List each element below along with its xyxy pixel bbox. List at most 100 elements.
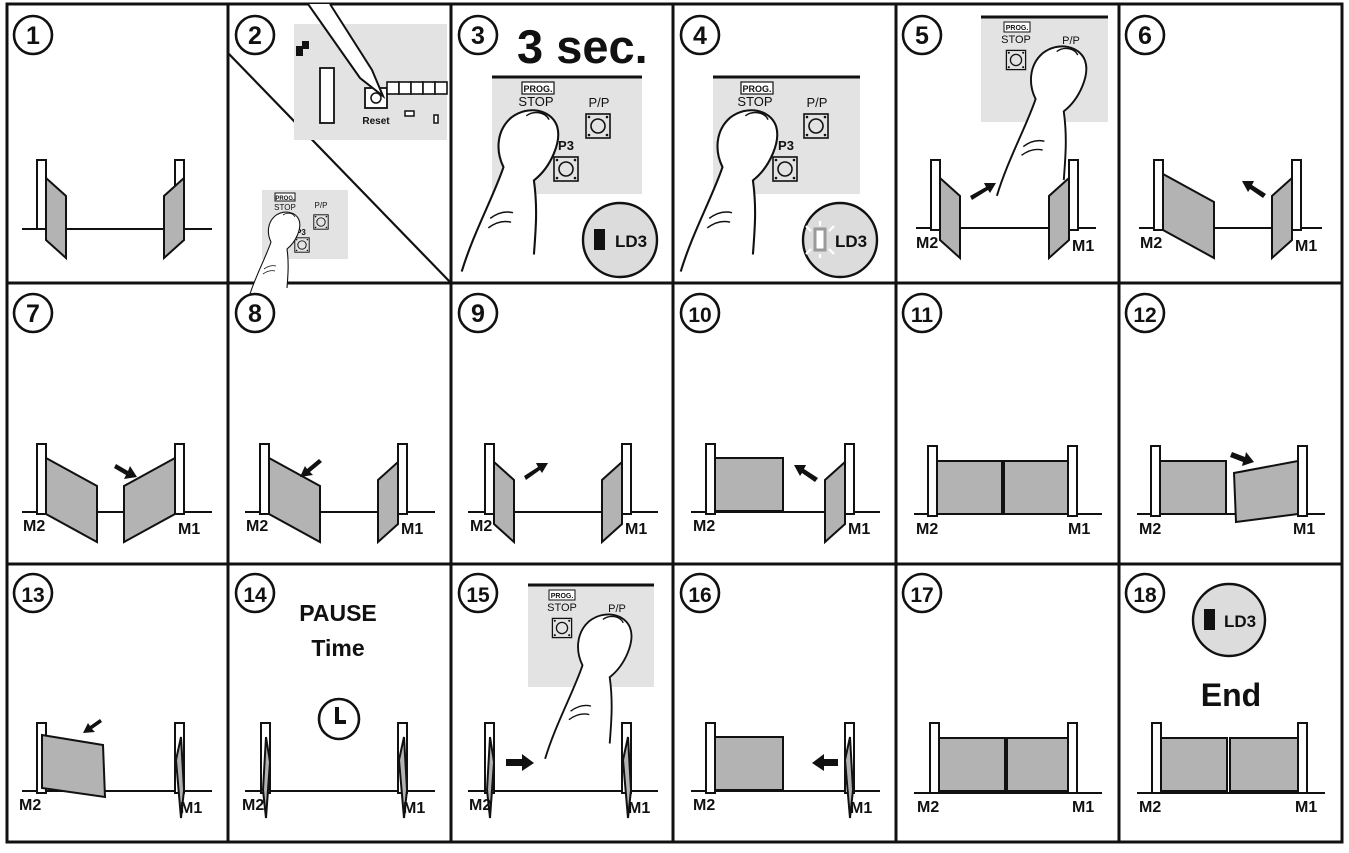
step-number-badge-9: 9 (457, 292, 499, 334)
step-number: 14 (243, 584, 267, 607)
motor-m2: M2 (1139, 521, 1161, 538)
step-number: 8 (248, 300, 262, 328)
motor-m2: M2 (469, 797, 491, 814)
step-15: PROG. STOP P/P M2 M1 (468, 583, 658, 819)
motor-m1: M1 (401, 521, 423, 538)
motor-m2: M2 (19, 797, 41, 814)
step-number-circle (679, 572, 721, 614)
step-number-circle (901, 14, 943, 56)
three-sec-label: 3 sec. (517, 20, 648, 73)
step-number-circle (234, 572, 276, 614)
time-label: Time (311, 635, 364, 661)
step-number-badge-8: 8 (234, 292, 276, 334)
step-number-badge-11: 11 (901, 292, 943, 334)
step-number-circle (12, 292, 54, 334)
step-number-circle (1124, 572, 1166, 614)
motor-m2: M2 (470, 518, 492, 535)
step-number-circle (12, 572, 54, 614)
step-number-circle (901, 572, 943, 614)
motor-m1: M1 (403, 800, 425, 817)
stop-label: STOP (737, 94, 772, 109)
step-9: M2 M1 (468, 443, 658, 545)
step-number-circle (1124, 14, 1166, 56)
step-number-badge-4: 4 (679, 14, 721, 56)
prog-label: PROG. (523, 84, 552, 94)
pp-label: P/P (608, 603, 626, 615)
prog-label: PROG. (742, 84, 771, 94)
step-number-badge-10: 10 (679, 292, 721, 334)
step-number: 6 (1138, 22, 1152, 50)
step-number: 15 (466, 584, 490, 607)
led-label: LD3 (835, 232, 867, 251)
motor-m1: M1 (1295, 799, 1317, 816)
p3-label: P3 (558, 138, 574, 153)
led-label: LD3 (1224, 612, 1256, 631)
step-12: M2 M1 (1137, 445, 1325, 538)
step-number: 11 (911, 304, 934, 327)
motor-m2: M2 (1139, 799, 1161, 816)
pp-label-small: P/P (315, 201, 328, 210)
prog-label-small: PROG. (275, 196, 295, 202)
step-10: M2 M1 (691, 443, 880, 545)
end-label: End (1201, 677, 1261, 713)
motor-m2: M2 (916, 235, 938, 252)
stop-label: STOP (1001, 34, 1031, 46)
step-18: LD3 End M2 M1 (1137, 582, 1325, 816)
motor-m1: M1 (1072, 238, 1094, 255)
step-number-circle (457, 292, 499, 334)
stop-label: STOP (518, 94, 553, 109)
step-number: 5 (915, 22, 929, 50)
step-number-circle (234, 14, 276, 56)
step-number-badge-12: 12 (1124, 292, 1166, 334)
step-number: 16 (688, 584, 711, 607)
step-number: 18 (1133, 584, 1157, 607)
motor-m2: M2 (246, 518, 268, 535)
step-8: M2 M1 (245, 443, 435, 545)
motor-m1: M1 (850, 800, 872, 817)
pp-label: P/P (589, 95, 610, 110)
pause-label: PAUSE (299, 600, 377, 626)
step-number-circle (901, 292, 943, 334)
step-number-circle (679, 14, 721, 56)
motor-m2: M2 (1140, 235, 1162, 252)
step-3: 3 sec. PROG. STOP P/P P3 LD3 (460, 20, 659, 279)
reset-label: Reset (362, 116, 390, 127)
p3-label-small: P3 (296, 228, 306, 237)
step-number-badge-1: 1 (12, 14, 54, 56)
step-number-badge-14: 14 (234, 572, 276, 614)
step-number-badge-3: 3 (457, 14, 499, 56)
motor-m1: M1 (180, 800, 202, 817)
motor-m1: M1 (1293, 521, 1315, 538)
step-4: PROG. STOP P/P P3 LD3 (679, 75, 879, 279)
step-17: M2 M1 (914, 722, 1102, 816)
prog-label: PROG. (551, 593, 574, 600)
motor-m2: M2 (23, 518, 45, 535)
motor-m2: M2 (693, 797, 715, 814)
step-7: M2 M1 (22, 443, 212, 544)
step-6: M2 M1 (1139, 159, 1322, 261)
motor-m1: M1 (625, 521, 647, 538)
step-5: PROG. STOP P/P M2 M1 (916, 15, 1108, 261)
step-1 (22, 159, 212, 261)
motor-m2: M2 (916, 521, 938, 538)
step-number: 9 (471, 300, 485, 328)
step-number-circle (1124, 292, 1166, 334)
step-number-circle (457, 572, 499, 614)
motor-m1: M1 (628, 800, 650, 817)
clock-icon (317, 697, 361, 741)
step-number: 13 (21, 584, 44, 607)
step-number-badge-6: 6 (1124, 14, 1166, 56)
led-label: LD3 (615, 232, 647, 251)
step-2: Reset PROG. STOP P/P P3 (227, 3, 452, 298)
step-number-badge-16: 16 (679, 572, 721, 614)
step-number-circle (234, 292, 276, 334)
step-number: 1 (26, 22, 40, 50)
step-number: 12 (1133, 304, 1156, 327)
motor-m1: M1 (1072, 799, 1094, 816)
pp-label: P/P (807, 95, 828, 110)
grid-lines (5, 2, 1344, 844)
step-number-circle (12, 14, 54, 56)
